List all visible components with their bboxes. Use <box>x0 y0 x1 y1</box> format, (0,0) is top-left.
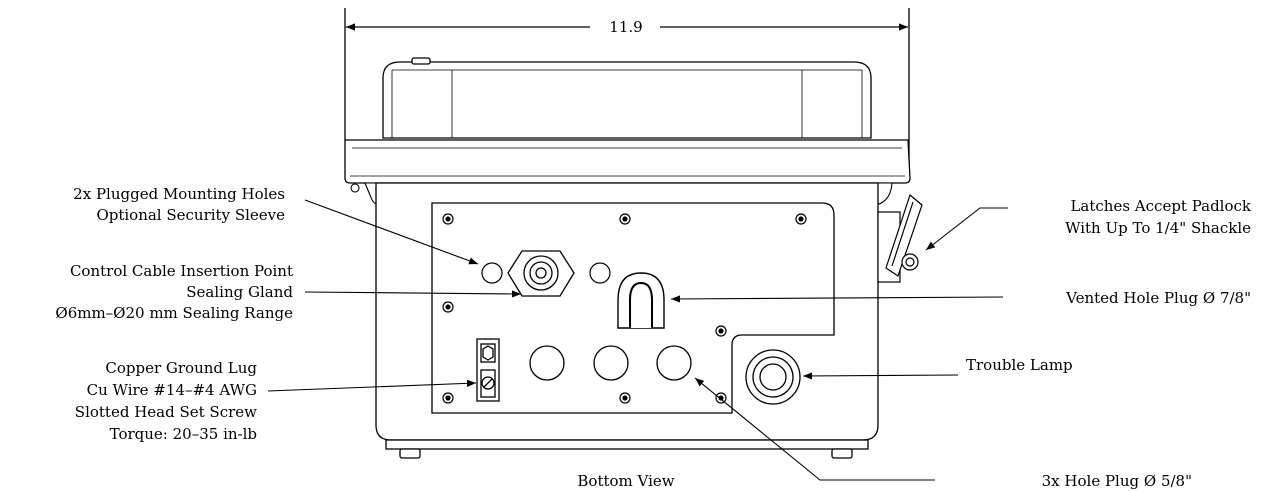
screw <box>619 213 631 225</box>
callout-text: 3x Hole Plug Ø 5/8" <box>1042 472 1192 490</box>
callout-ground-lug: Copper Ground Lug Cu Wire #14–#4 AWG Slo… <box>75 359 258 443</box>
view-title: Bottom View <box>577 472 674 490</box>
mounting-hole-left <box>481 262 503 284</box>
leader-mounting-holes <box>304 199 479 265</box>
sealing-gland <box>507 250 575 297</box>
leader-hole-plugs <box>694 377 935 481</box>
callout-mounting-holes: 2x Plugged Mounting Holes Optional Secur… <box>73 185 285 224</box>
screw <box>442 301 454 313</box>
lid-rim <box>344 139 911 184</box>
callout-text: Torque: 20–35 in-lb <box>110 425 257 443</box>
callout-text: 2x Plugged Mounting Holes <box>73 185 285 203</box>
lid-knob <box>411 57 431 65</box>
leader-ground-lug <box>267 379 477 392</box>
callout-text: Latches Accept Padlock <box>1070 197 1251 215</box>
callout-text: Trouble Lamp <box>966 356 1073 374</box>
enclosure-lid <box>344 57 911 184</box>
callout-text: Cu Wire #14–#4 AWG <box>87 381 257 399</box>
callout-text: Vented Hole Plug Ø 7/8" <box>1065 289 1251 307</box>
callout-text: Copper Ground Lug <box>105 359 257 377</box>
ground-lug <box>476 338 500 402</box>
screw <box>442 392 454 404</box>
mounting-hole-right <box>589 262 611 284</box>
leader-control-cable <box>304 290 522 298</box>
dimension-value: 11.9 <box>609 18 642 36</box>
width-dimension <box>344 8 910 165</box>
foot-right <box>831 448 853 459</box>
leader-lines <box>267 199 1008 481</box>
trouble-lamp <box>745 349 801 405</box>
vented-hole-plug <box>617 272 665 329</box>
screw <box>795 213 807 225</box>
hole-plug-2 <box>593 345 629 381</box>
callout-trouble-lamp: Trouble Lamp <box>966 356 1073 374</box>
callout-text: Control Cable Insertion Point <box>70 262 293 280</box>
screw <box>619 392 631 404</box>
callout-text: Ø6mm–Ø20 mm Sealing Range <box>55 304 293 322</box>
screw <box>442 213 454 225</box>
callout-text: Optional Security Sleeve <box>96 206 285 224</box>
callout-text: With Up To 1/4" Shackle <box>1065 219 1251 237</box>
callout-latches: Latches Accept Padlock With Up To 1/4" S… <box>1065 197 1252 237</box>
leader-latches <box>925 207 1008 251</box>
callout-text: Sealing Gland <box>186 283 293 301</box>
callout-control-cable: Control Cable Insertion Point Sealing Gl… <box>55 262 293 322</box>
hole-plugs <box>529 345 692 381</box>
lid-top <box>382 61 872 139</box>
hole-plug-1 <box>529 345 565 381</box>
callout-text: Slotted Head Set Screw <box>75 403 257 421</box>
screw <box>715 392 727 404</box>
latch <box>877 193 923 283</box>
leader-trouble-lamp <box>802 372 959 380</box>
callout-vented-plug: Vented Hole Plug Ø 7/8" <box>1065 289 1251 307</box>
leader-vented-plug <box>670 295 1004 303</box>
mounting-holes <box>481 262 611 284</box>
base-plate <box>385 439 869 450</box>
panel-screws <box>442 213 807 404</box>
callout-hole-plugs: 3x Hole Plug Ø 5/8" <box>1042 472 1192 490</box>
hole-plug-3 <box>656 345 692 381</box>
screw <box>715 325 727 337</box>
foot-left <box>399 448 421 459</box>
bottom-panel <box>431 202 835 414</box>
